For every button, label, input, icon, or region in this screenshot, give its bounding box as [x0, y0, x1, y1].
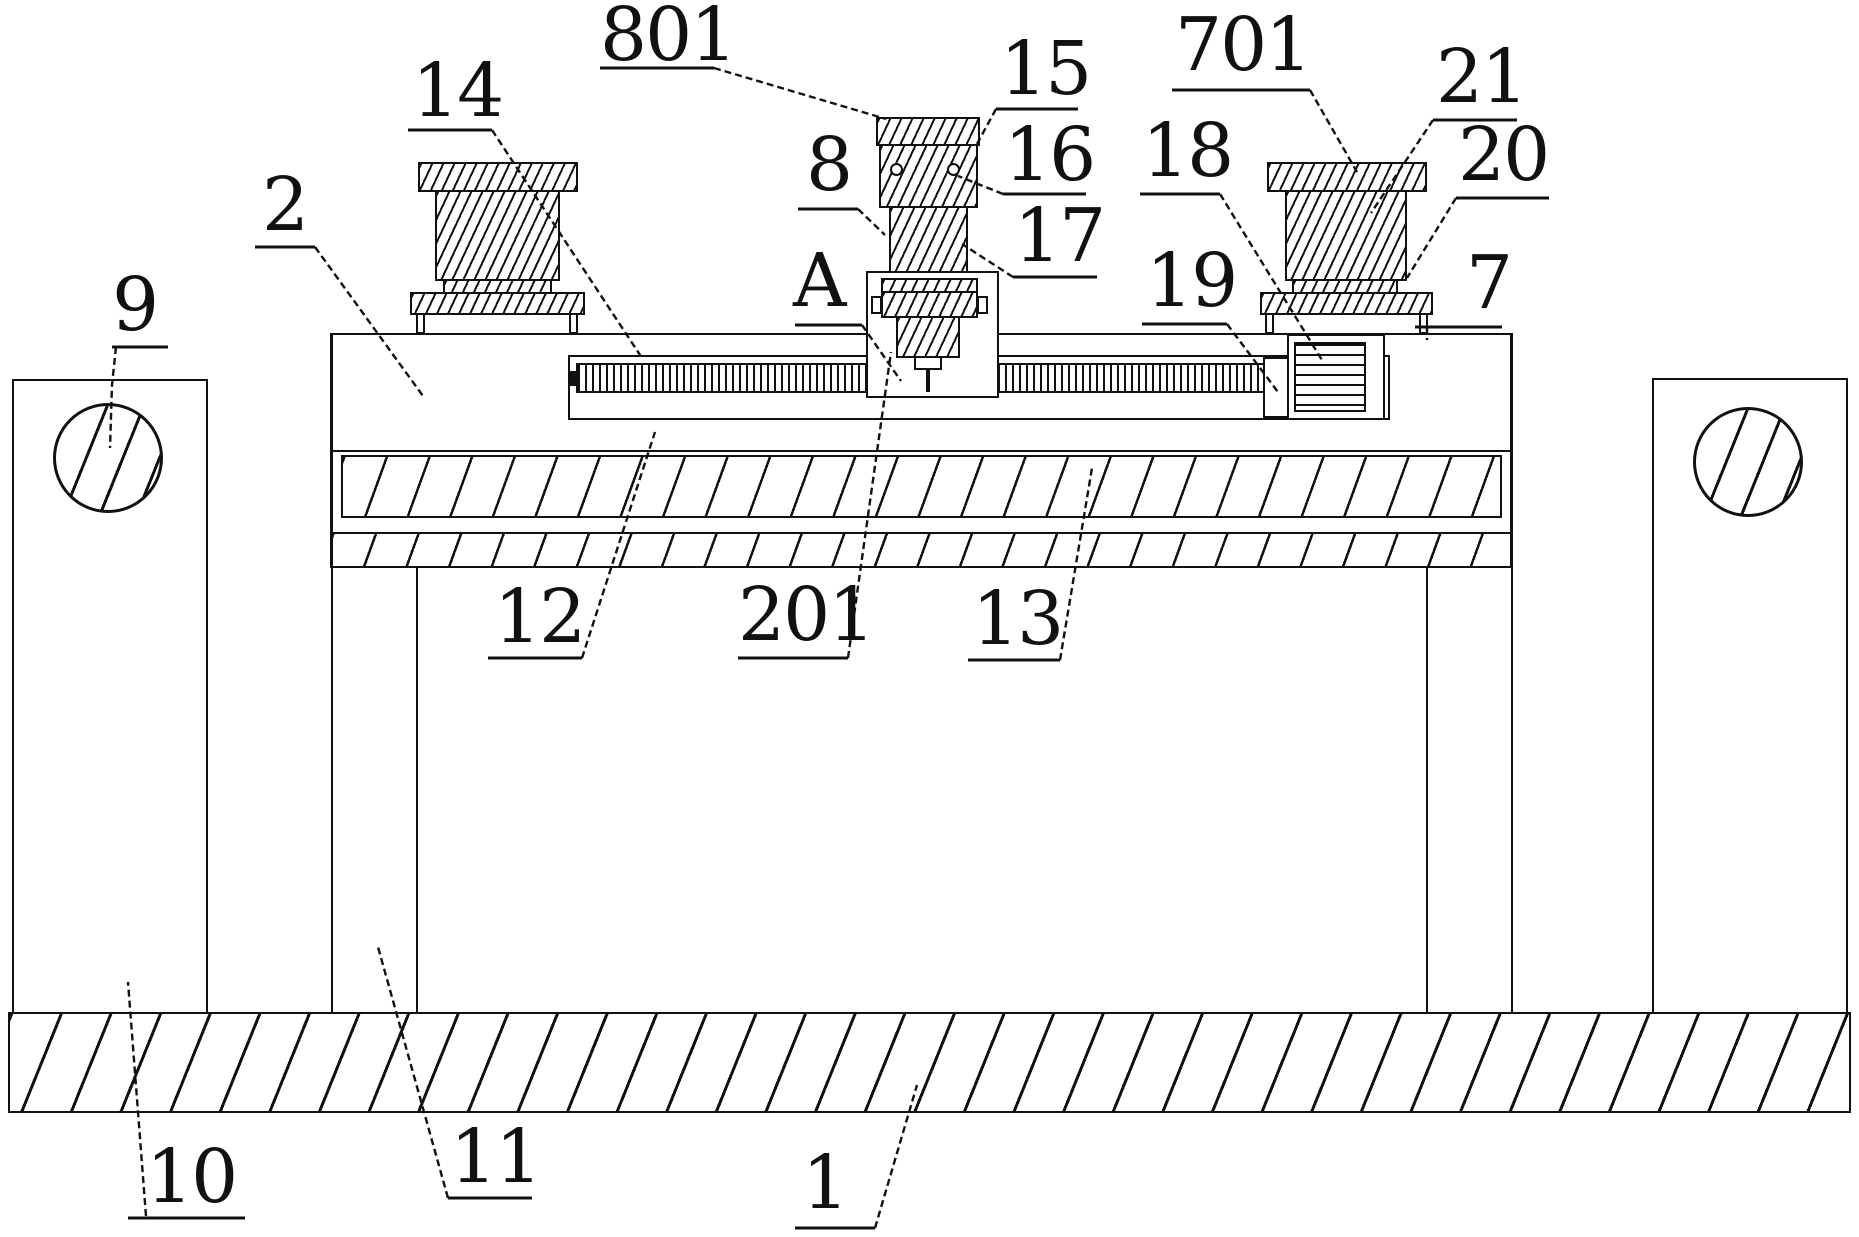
- ref-label-17: 17: [1014, 193, 1106, 279]
- right-motor-flange: [1260, 292, 1433, 315]
- ref-label-11: 11: [450, 1114, 542, 1200]
- bearing-block-18: [1294, 342, 1366, 412]
- lead-screw-end-cap: [568, 371, 577, 386]
- ref-label-10: 10: [146, 1134, 238, 1220]
- left-motor-top-cap: [418, 162, 578, 192]
- left-motor-flange: [410, 292, 585, 315]
- ref-label-14: 14: [412, 48, 504, 134]
- label-leader-lines: [108, 66, 1458, 1229]
- ref-label-13: 13: [972, 576, 1064, 662]
- center-coupling-block-16: [889, 206, 968, 273]
- ref-label-1: 1: [802, 1140, 849, 1226]
- left-motor-body: [435, 190, 560, 281]
- ref-label-20: 20: [1458, 112, 1550, 198]
- ref-label-16: 16: [1004, 112, 1096, 198]
- table-right-edge: [1510, 333, 1513, 568]
- nut-side-tab-right: [977, 296, 988, 314]
- tool-holder: [914, 356, 942, 370]
- ref-label-8: 8: [806, 122, 853, 208]
- left-column-roller-circle-9: [53, 403, 163, 513]
- ref-label-19: 19: [1146, 238, 1238, 324]
- ref-label-21: 21: [1436, 34, 1528, 120]
- center-motor-body-15: [879, 144, 978, 208]
- ref-label-A: A: [793, 238, 846, 324]
- ref-label-15: 15: [1000, 26, 1092, 112]
- right-inner-leg: [1426, 568, 1513, 1014]
- laminate-band-13: [330, 532, 1513, 568]
- center-motor-bolt-hole-left: [890, 163, 903, 176]
- label-underlines: [112, 66, 1549, 1230]
- right-motor-body: [1285, 190, 1407, 281]
- nut-side-tab-left: [871, 296, 882, 314]
- spindle-housing: [896, 316, 960, 358]
- laminate-band-12: [341, 455, 1502, 518]
- ref-label-7: 7: [1466, 240, 1513, 326]
- base-plate: [8, 1012, 1851, 1113]
- ref-label-201: 201: [738, 572, 875, 658]
- ref-label-2: 2: [262, 162, 309, 248]
- ref-label-801: 801: [600, 0, 737, 78]
- ref-label-12: 12: [494, 574, 586, 660]
- table-left-edge: [330, 333, 333, 568]
- ref-label-9: 9: [112, 262, 159, 348]
- tool-bit-needle: [926, 370, 930, 392]
- carriage-flange-17: [881, 278, 978, 293]
- ref-label-701: 701: [1175, 2, 1312, 88]
- left-inner-leg: [331, 568, 418, 1014]
- right-column-roller-circle: [1693, 407, 1803, 517]
- center-motor-bolt-hole-right: [947, 163, 960, 176]
- ref-label-18: 18: [1142, 108, 1234, 194]
